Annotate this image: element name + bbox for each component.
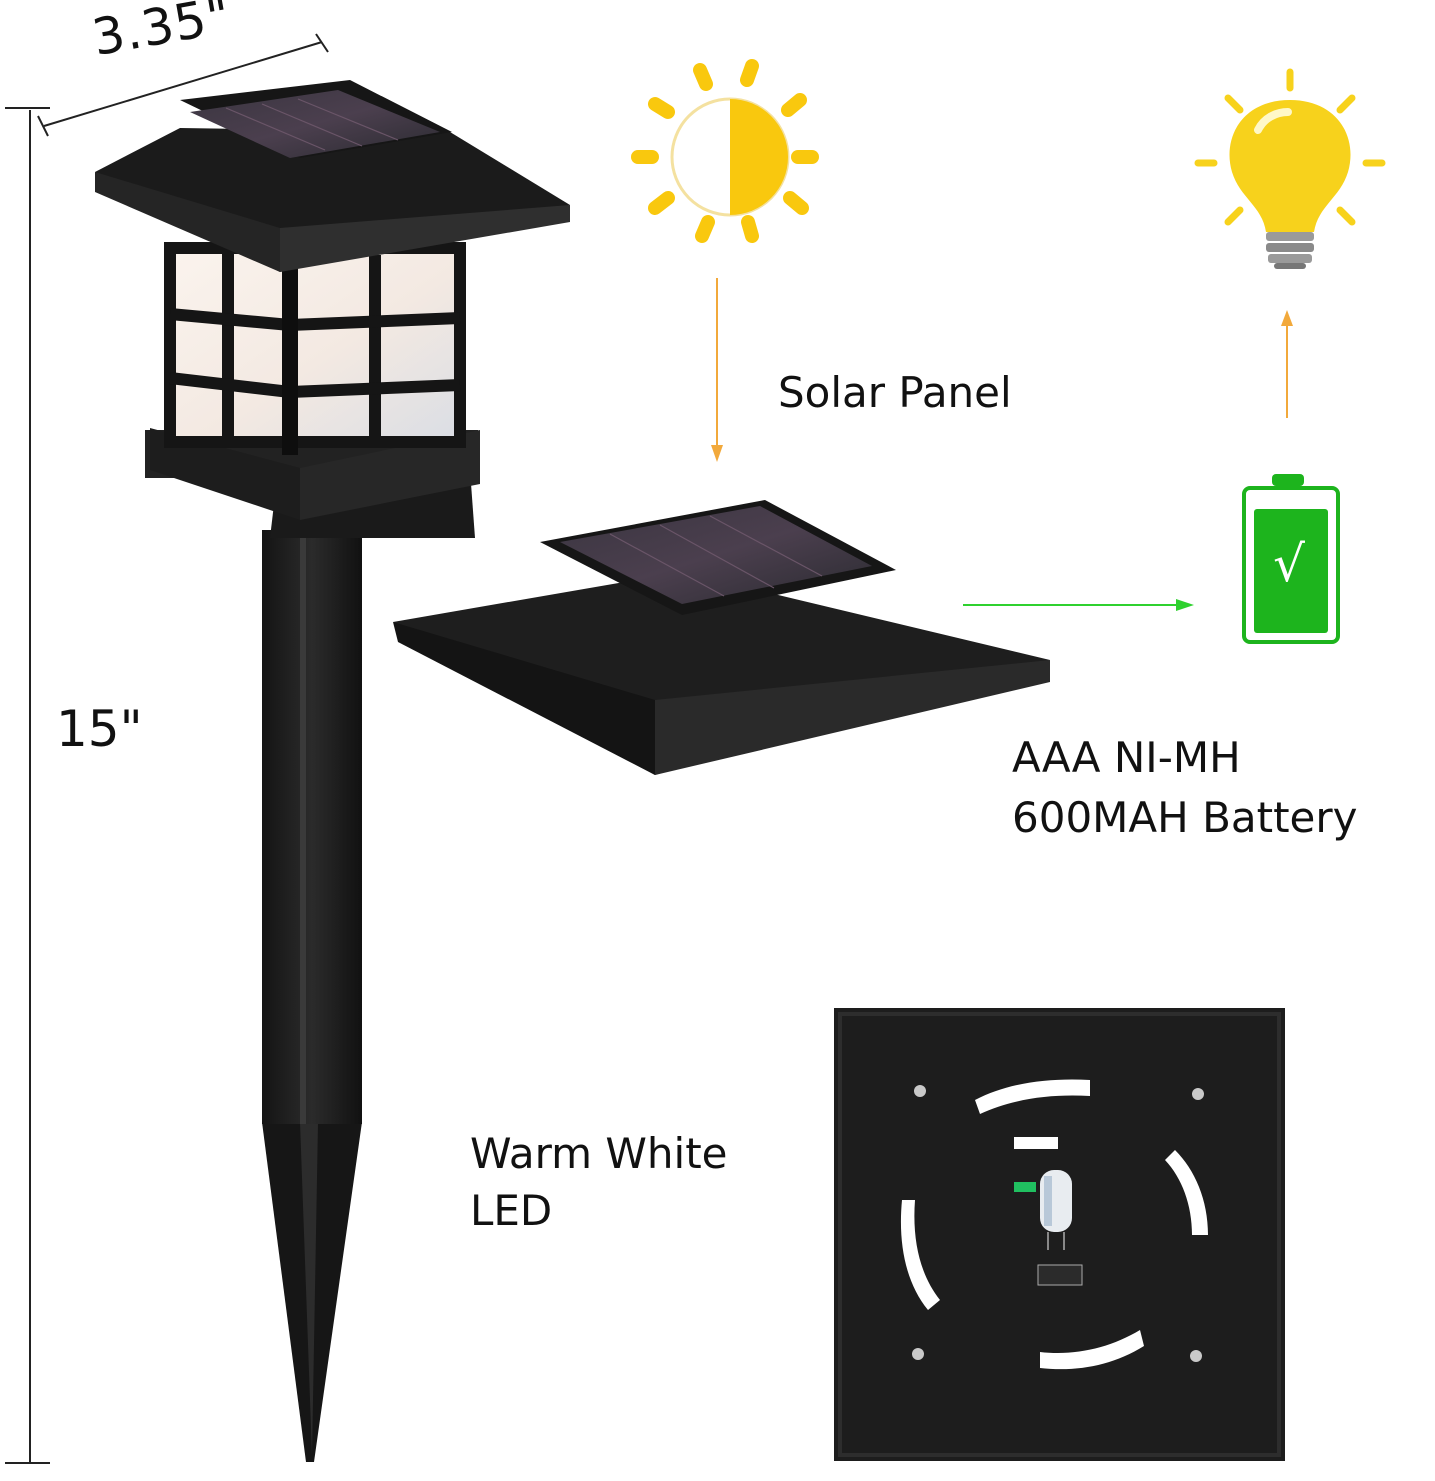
led-bulb: [1040, 1170, 1072, 1250]
solar-cap: [393, 500, 1050, 775]
led-label: Warm White LED: [470, 1125, 728, 1239]
cap-solar-panel: [560, 506, 872, 604]
height-dimension-label: 15": [56, 700, 143, 758]
battery-charge-level: [1254, 509, 1328, 633]
lamp-post: [262, 530, 362, 1124]
solar-panel-label: Solar Panel: [778, 368, 1012, 417]
light-bulb-icon: [1194, 68, 1386, 269]
battery-check-mark: √: [1273, 535, 1305, 593]
lamp-solar-panel: [190, 90, 440, 158]
cap-bottom-view: [834, 1008, 1285, 1461]
led-label-line1: Warm White: [470, 1129, 728, 1178]
arrow-right-icon: [963, 599, 1194, 611]
battery-label-line2: 600MAH Battery: [1012, 793, 1358, 842]
lamp-full: [95, 80, 570, 1462]
width-dimension-line: [37, 33, 329, 137]
height-dimension-line: [5, 107, 50, 1464]
lamp-glass: [165, 245, 465, 445]
battery-label-line1: AAA NI-MH: [1012, 733, 1241, 782]
battery-label: AAA NI-MH 600MAH Battery: [1012, 728, 1358, 848]
battery-icon: [1242, 474, 1340, 644]
led-label-line2: LED: [470, 1186, 553, 1235]
sun-icon: [631, 59, 819, 243]
arrow-up-icon: [1281, 310, 1293, 418]
arrow-down-icon: [711, 278, 723, 462]
